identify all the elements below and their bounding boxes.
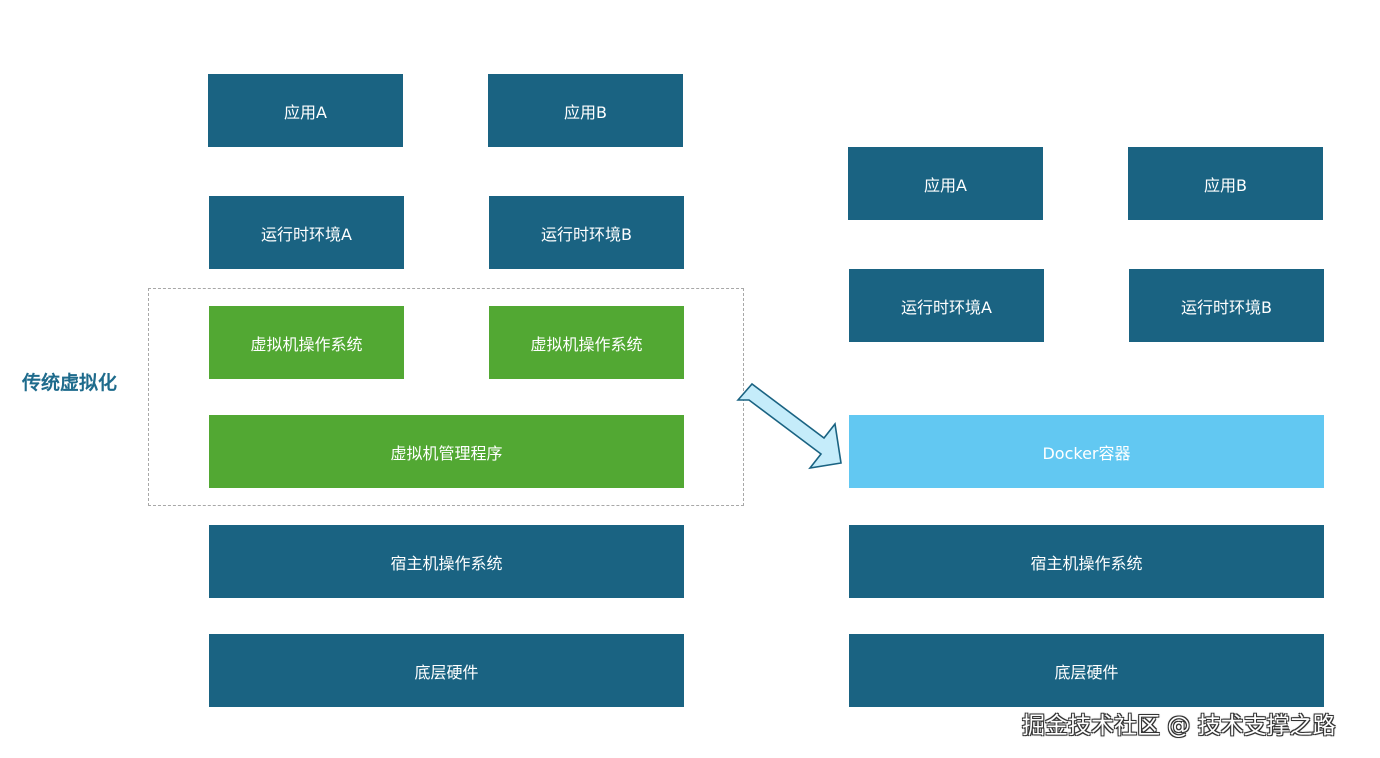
right-runtime-a-box: 运行时环境A xyxy=(849,269,1044,342)
right-host-os-box: 宿主机操作系统 xyxy=(849,525,1324,598)
left-app-b-box: 应用B xyxy=(488,74,683,147)
right-hardware-box: 底层硬件 xyxy=(849,634,1324,707)
left-guest-os-b-box: 虚拟机操作系统 xyxy=(489,306,684,379)
left-hypervisor-box: 虚拟机管理程序 xyxy=(209,415,684,488)
right-runtime-b-box: 运行时环境B xyxy=(1129,269,1324,342)
right-app-a-box: 应用A xyxy=(848,147,1043,220)
right-app-b-box: 应用B xyxy=(1128,147,1323,220)
left-app-a-box: 应用A xyxy=(208,74,403,147)
left-guest-os-a-box: 虚拟机操作系统 xyxy=(209,306,404,379)
left-runtime-a-box: 运行时环境A xyxy=(209,196,404,269)
right-docker-box: Docker容器 xyxy=(849,415,1324,488)
watermark-text: 掘金技术社区 @ 技术支撑之路 xyxy=(1022,713,1336,739)
traditional-virtualization-label: 传统虚拟化 xyxy=(22,372,118,394)
left-runtime-b-box: 运行时环境B xyxy=(489,196,684,269)
left-hardware-box: 底层硬件 xyxy=(209,634,684,707)
left-host-os-box: 宿主机操作系统 xyxy=(209,525,684,598)
transition-arrow-icon xyxy=(736,382,842,470)
